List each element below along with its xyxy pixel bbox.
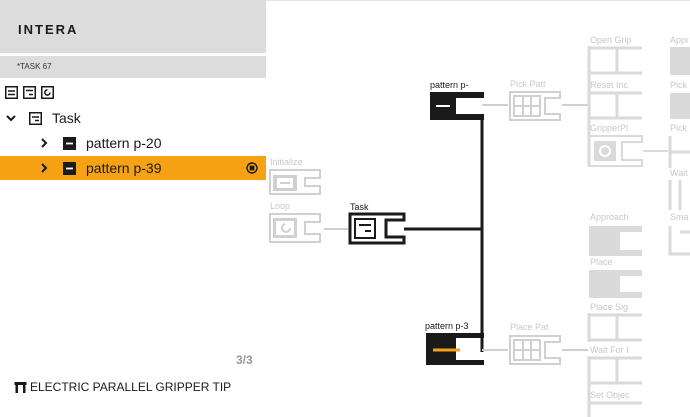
flow-graph-canvas[interactable]: Initialize Loop Task pattern p- pattern …	[266, 0, 690, 417]
node-label: pattern p-3	[425, 321, 469, 331]
graph-node-place-pattern[interactable]: Place Pat	[509, 322, 561, 365]
node-label: Set Objec	[590, 390, 630, 400]
chevron-down-icon[interactable]	[5, 112, 17, 124]
loop-icon[interactable]	[41, 86, 54, 99]
graph-node-task[interactable]: Task	[348, 202, 406, 245]
pattern-icon	[63, 161, 76, 175]
node-label: Appr	[670, 35, 689, 45]
pattern-icon	[63, 136, 76, 150]
tree-item-task[interactable]: Task	[0, 106, 266, 130]
graph-node-initialize[interactable]: Initialize	[269, 157, 321, 195]
tool-info: ELECTRIC PARALLEL GRIPPER TIP	[14, 380, 231, 394]
tree-item-pattern-p-39[interactable]: pattern p-39	[0, 156, 266, 180]
stop-icon[interactable]	[246, 162, 258, 174]
tree-item-label: Task	[52, 110, 81, 126]
node-label: Place	[590, 257, 613, 267]
tree-item-label: pattern p-20	[86, 135, 162, 151]
tree-item-label: pattern p-39	[86, 160, 162, 176]
node-label: Pick	[670, 80, 688, 90]
graph-node-pick-pattern[interactable]: Pick Patt	[509, 79, 561, 121]
sequence-icon	[29, 111, 42, 125]
node-label: Sma	[670, 212, 689, 222]
graph-node-pattern-bottom[interactable]: pattern p-3	[425, 321, 484, 365]
node-label: Place Sig	[590, 302, 628, 312]
right-column: Appr Pick Pick Wait Sma	[668, 35, 690, 256]
approach-place-chain: Approach Place Place Sig	[587, 212, 642, 342]
task-tag-label: *TASK 67	[17, 62, 52, 71]
node-label: GripperPl	[590, 123, 628, 133]
node-label: Open Grip	[590, 35, 632, 45]
task-tag-bar[interactable]: *TASK 67	[0, 56, 266, 78]
sequence-icon[interactable]	[5, 86, 18, 99]
brand-header: INTERA	[0, 0, 266, 53]
chevron-right-icon[interactable]	[38, 137, 50, 149]
sidebar: INTERA *TASK 67 Task	[0, 0, 266, 417]
node-label: Loop	[270, 201, 290, 211]
node-label: Place Pat	[510, 322, 549, 332]
node-label: pattern p-	[430, 80, 469, 90]
tree-toolbar	[5, 86, 54, 100]
node-label: Approach	[590, 212, 629, 222]
graph-node-pattern-top[interactable]: pattern p-	[430, 80, 484, 120]
graph-node-loop[interactable]: Loop	[269, 201, 321, 243]
branch-icon[interactable]	[23, 86, 36, 99]
node-label: Wait For I	[590, 345, 629, 355]
node-label: Wait	[670, 168, 688, 178]
tool-name: ELECTRIC PARALLEL GRIPPER TIP	[30, 380, 232, 394]
node-label: Pick	[670, 123, 688, 133]
gripper-tool-icon	[14, 381, 27, 393]
brand-logo: INTERA	[18, 22, 79, 37]
canvas-top-border	[266, 0, 690, 1]
node-label: Pick Patt	[510, 79, 546, 89]
node-label: Initialize	[270, 157, 303, 167]
page-count: 3/3	[236, 353, 253, 367]
chevron-right-icon[interactable]	[38, 162, 50, 174]
pick-chain: Open Grip Reset Inc GripperPl	[587, 35, 643, 167]
node-label: Task	[350, 202, 369, 212]
tree-item-pattern-p-20[interactable]: pattern p-20	[0, 131, 266, 155]
node-label: Reset Inc	[590, 80, 629, 90]
place-chain: Wait For I Set Objec	[587, 345, 642, 417]
